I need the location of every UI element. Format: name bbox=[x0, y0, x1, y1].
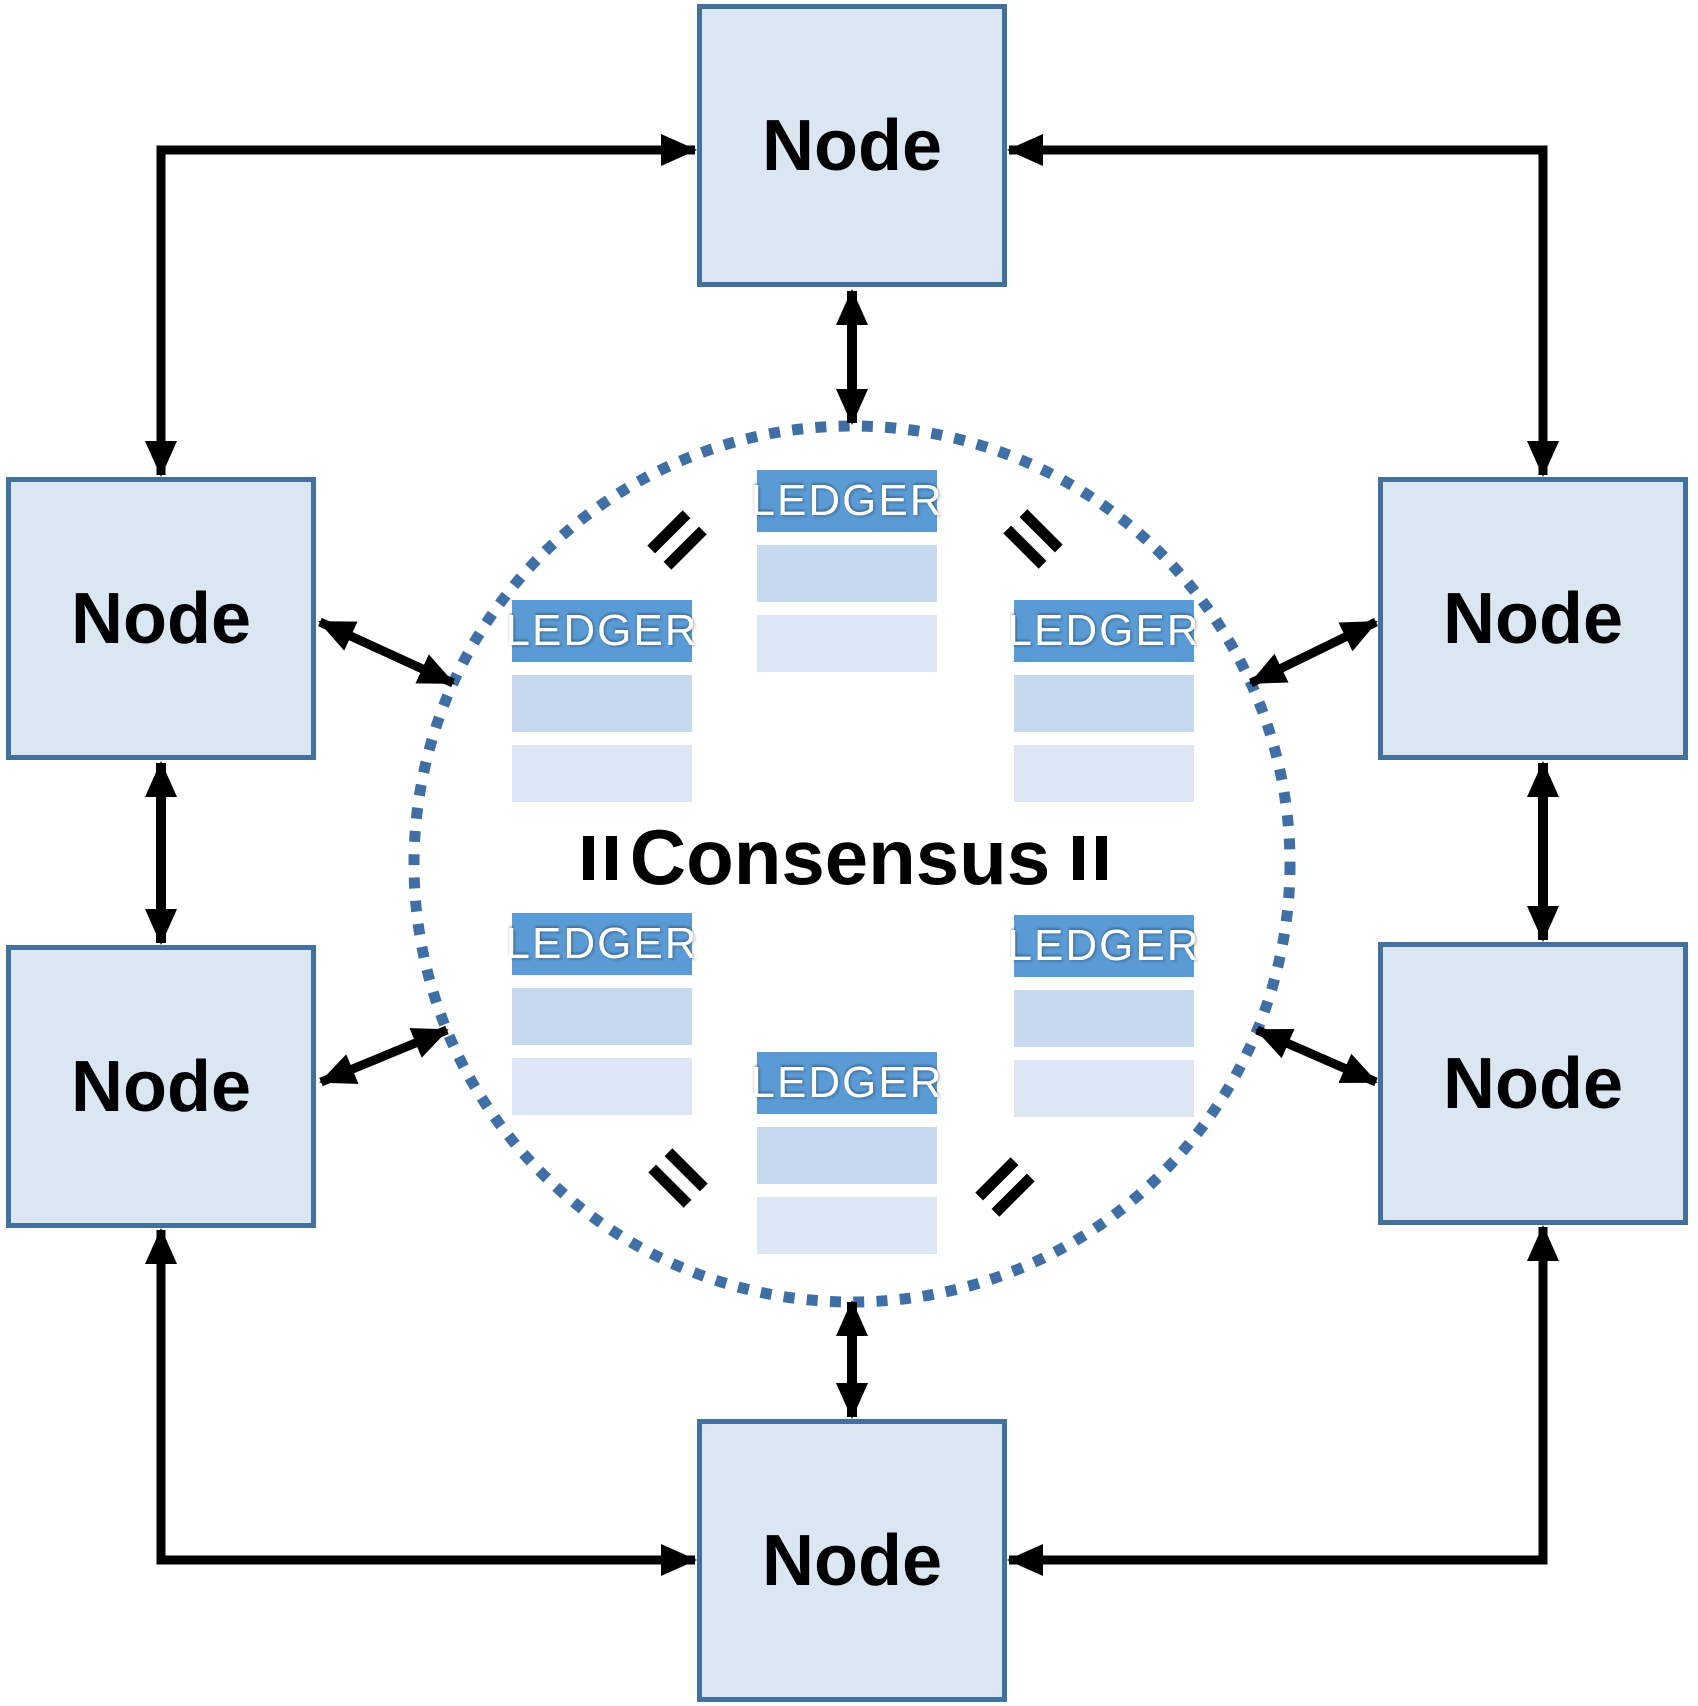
arrow-elbow-bottom-left bbox=[145, 1228, 697, 1576]
node-left-lower: Node bbox=[6, 945, 316, 1228]
ledger-block-mid-right: LEDGER bbox=[1008, 600, 1198, 802]
arrow-left-upper-node-to-circle bbox=[318, 617, 455, 688]
ledger-row bbox=[757, 1127, 937, 1184]
arrow-elbow-top-right bbox=[1007, 134, 1559, 477]
ledger-header: LEDGER bbox=[751, 470, 941, 532]
ledger-row bbox=[1014, 745, 1194, 802]
ledger-header: LEDGER bbox=[506, 600, 696, 662]
equals-mark-lower-right bbox=[975, 1157, 1035, 1217]
ledger-block-bottom-center: LEDGER bbox=[751, 1052, 941, 1254]
ledger-row bbox=[1014, 990, 1194, 1047]
consensus-label: Consensus bbox=[629, 812, 1051, 901]
ledger-block-lower-right: LEDGER bbox=[1008, 915, 1198, 1117]
ledger-row bbox=[512, 745, 692, 802]
node-bottom: Node bbox=[697, 1419, 1007, 1702]
arrow-elbow-top-left bbox=[145, 134, 697, 477]
ledger-block-lower-left: LEDGER bbox=[506, 913, 696, 1115]
ledger-header: LEDGER bbox=[1008, 600, 1198, 662]
node-top-label: Node bbox=[762, 105, 942, 186]
node-right-upper-label: Node bbox=[1443, 578, 1623, 659]
equals-mark-mid-left bbox=[583, 836, 617, 880]
ledger-header: LEDGER bbox=[1008, 915, 1198, 977]
arrow-left-lower-node-to-circle bbox=[319, 1025, 449, 1087]
ledger-row bbox=[757, 615, 937, 672]
equals-mark-lower-left bbox=[648, 1148, 708, 1208]
ledger-header: LEDGER bbox=[751, 1052, 941, 1114]
node-right-lower: Node bbox=[1378, 942, 1688, 1225]
ledger-block-mid-left: LEDGER bbox=[506, 600, 696, 802]
node-top: Node bbox=[697, 4, 1007, 287]
ledger-block-top-center: LEDGER bbox=[751, 470, 941, 672]
ledger-row bbox=[512, 675, 692, 732]
node-right-upper: Node bbox=[1378, 477, 1688, 760]
ledger-row bbox=[1014, 1060, 1194, 1117]
equals-mark-mid-right bbox=[1073, 836, 1107, 880]
ledger-row bbox=[512, 988, 692, 1045]
consensus-dotted-circle bbox=[408, 420, 1296, 1308]
ledger-row bbox=[757, 1197, 937, 1254]
equals-mark-upper-right bbox=[1003, 509, 1063, 569]
ledger-row bbox=[512, 1058, 692, 1115]
node-bottom-label: Node bbox=[762, 1520, 942, 1601]
ledger-row bbox=[757, 545, 937, 602]
arrow-elbow-bottom-right bbox=[1007, 1225, 1559, 1576]
equals-mark-upper-left bbox=[647, 510, 707, 570]
node-left-lower-label: Node bbox=[71, 1046, 251, 1127]
node-left-upper: Node bbox=[6, 477, 316, 760]
arrow-right-lower-node-to-circle bbox=[1255, 1025, 1378, 1087]
ledger-row bbox=[1014, 675, 1194, 732]
ledger-header: LEDGER bbox=[506, 913, 696, 975]
node-right-lower-label: Node bbox=[1443, 1043, 1623, 1124]
arrow-right-upper-node-to-circle bbox=[1249, 617, 1378, 688]
node-left-upper-label: Node bbox=[71, 578, 251, 659]
